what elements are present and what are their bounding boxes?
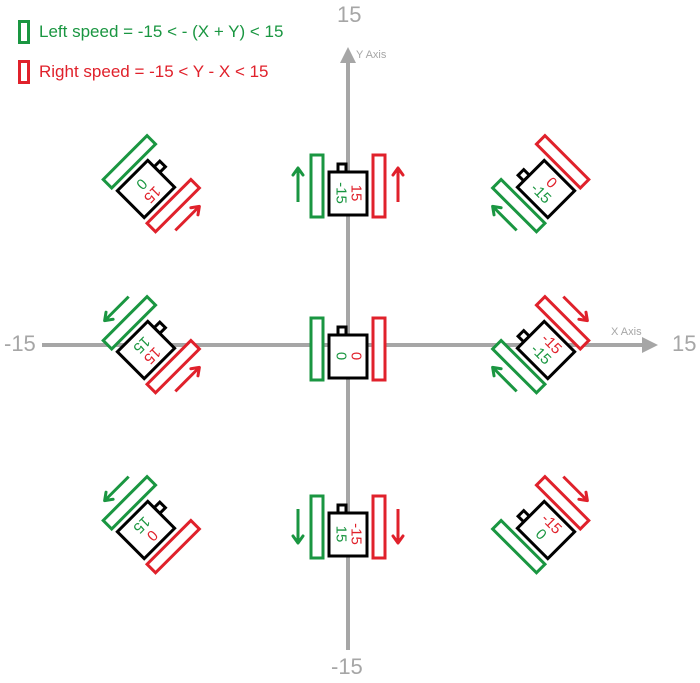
robot-top-right-left-track — [490, 177, 548, 234]
robot-bottom-left-body — [115, 499, 177, 561]
robot-center: 00 — [309, 316, 387, 382]
robot-bottom-right-right-arrow-head — [577, 490, 589, 503]
legend-right-swatch — [18, 60, 30, 84]
robot-top-left-right-arrow-head — [189, 204, 201, 217]
robot-top-right-right-track — [534, 133, 591, 191]
robot-top-body — [327, 170, 369, 217]
robot-center-right-speed: 0 — [348, 352, 365, 360]
robot-right-right-track — [534, 294, 591, 352]
robot-bottom-left-track — [309, 494, 325, 560]
robot-top-left-left-track — [101, 133, 158, 191]
robot-right-body — [515, 319, 577, 381]
robot-right-right-arrow-head — [577, 310, 589, 323]
robot-bottom-right-arrow-head — [391, 534, 405, 545]
robot-bottom-right-left-track — [490, 518, 548, 575]
robot-bottom-right: 0-15 — [490, 474, 591, 575]
robot-top-right-arrow-head — [391, 166, 405, 177]
robot-bottom-right-right-track — [534, 474, 591, 532]
robot-right-left-arrow-shaft — [492, 367, 518, 393]
robot-bottom-left-left-arrow-head — [103, 490, 115, 503]
robot-left-left-arrow-head — [103, 310, 115, 323]
robot-right-right-arrow-shaft — [562, 295, 588, 321]
robot-bottom-left: 150 — [101, 474, 202, 575]
robot-right-left-arrow-head — [491, 365, 503, 378]
robot-bottom-left-speed: 15 — [333, 526, 350, 543]
robot-bottom-right-track — [371, 494, 387, 560]
robot-bottom-left-left-arrow-shaft — [104, 475, 130, 501]
robot-top-right-left-arrow-shaft — [492, 206, 518, 232]
robot-top-right: -150 — [490, 133, 591, 234]
legend-left-text: Left speed = -15 < - (X + Y) < 15 — [39, 22, 284, 41]
robot-bottom-left-left-track — [101, 474, 158, 532]
robot-top-right-track — [371, 153, 387, 219]
robot-top-right-left-arrow-head — [491, 204, 503, 217]
robot-left-right-arrow-shaft — [174, 367, 200, 393]
robot-right: -15-15 — [490, 294, 591, 395]
y-min-label: -15 — [331, 654, 363, 679]
robot-left-body — [115, 319, 177, 381]
robot-bottom-right-speed: -15 — [348, 523, 365, 545]
robot-bottom-right-body — [515, 499, 577, 561]
robot-top-left-right-track — [144, 177, 202, 234]
y-axis-title: Y Axis — [356, 49, 387, 61]
robot-center-left-speed: 0 — [333, 352, 350, 360]
robot-top-left: 015 — [101, 133, 202, 234]
legend-right-text: Right speed = -15 < Y - X < 15 — [39, 62, 269, 81]
y-max-label: 15 — [337, 2, 362, 27]
legend-left-swatch — [18, 20, 30, 44]
robot-left-right-arrow-head — [189, 365, 201, 378]
robot-center-left-track — [309, 316, 325, 382]
robot-top-left-speed: -15 — [333, 182, 350, 204]
robot-bottom-right-right-arrow-shaft — [562, 475, 588, 501]
robot-bottom-body — [327, 511, 369, 558]
robot-bottom-left-arrow-head — [291, 534, 305, 545]
robot-top-right-speed: 15 — [348, 185, 365, 202]
robot-top-left-track — [309, 153, 325, 219]
legend-right: Right speed = -15 < Y - X < 15 — [18, 60, 269, 84]
robot-top-left-arrow-head — [291, 166, 305, 177]
robot-center-right-track — [371, 316, 387, 382]
robot-left-right-track — [144, 338, 202, 395]
robot-top-left-right-arrow-shaft — [174, 206, 200, 232]
x-axis-title: X Axis — [611, 326, 642, 338]
robot-right-left-track — [490, 338, 548, 395]
robot-bottom-left-right-track — [144, 518, 202, 575]
robot-top-left-body — [115, 158, 177, 220]
robot-bottom: 15-15 — [291, 494, 405, 560]
robot-left-left-arrow-shaft — [104, 295, 130, 321]
robot-top-right-body — [515, 158, 577, 220]
robot-left-left-track — [101, 294, 158, 352]
robot-center-body — [327, 333, 369, 380]
x-max-label: 15 — [672, 331, 697, 356]
legend-left: Left speed = -15 < - (X + Y) < 15 — [18, 20, 283, 44]
x-min-label: -15 — [4, 331, 36, 356]
